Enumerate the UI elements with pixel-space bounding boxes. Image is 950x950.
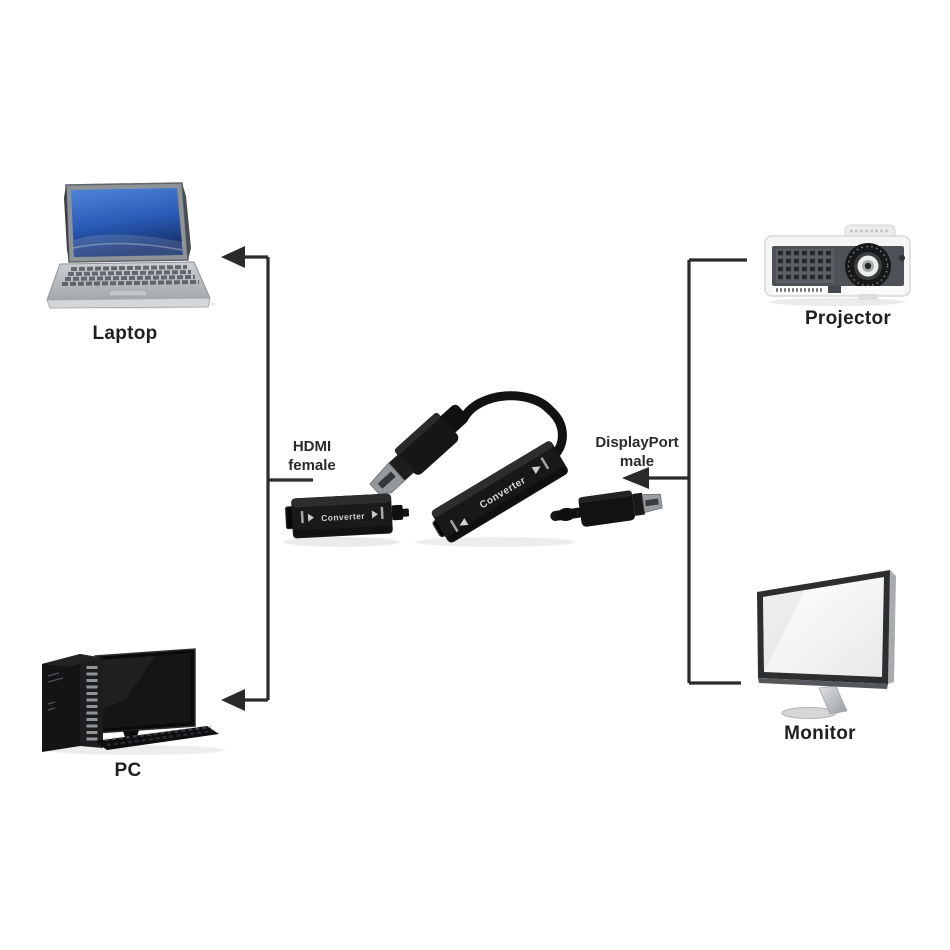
hdmi-female-label-line2: female [288,457,336,474]
arrowhead-to-displayport [622,467,649,489]
projector-label: Projector [804,308,892,329]
projector-image [764,224,911,306]
hdmi-female-label-line1: HDMI [292,438,332,455]
arrowhead-to-laptop [221,246,245,268]
displayport-male-label-line1: DisplayPort [595,434,679,451]
converter-body-small: Converter [285,493,410,539]
displayport-male-label: DisplayPort male [567,433,707,471]
monitor-image [757,570,896,719]
converter-print-small: Converter [321,511,366,523]
pc-label: PC [114,760,142,781]
adapter-cable [459,391,567,462]
adapter-images: Converter Converter [284,391,663,547]
converter-body-large: Converter [431,441,568,543]
arrowhead-to-pc [221,689,245,711]
displayport-plug-separate [550,490,663,527]
monitor-label: Monitor [784,723,856,744]
pc-image [42,648,225,755]
laptop-label: Laptop [92,323,158,344]
displayport-male-label-line2: male [619,453,655,470]
laptop-image [46,182,217,309]
displayport-plug-attached [369,404,469,494]
hdmi-female-label: HDMI female [252,437,372,475]
